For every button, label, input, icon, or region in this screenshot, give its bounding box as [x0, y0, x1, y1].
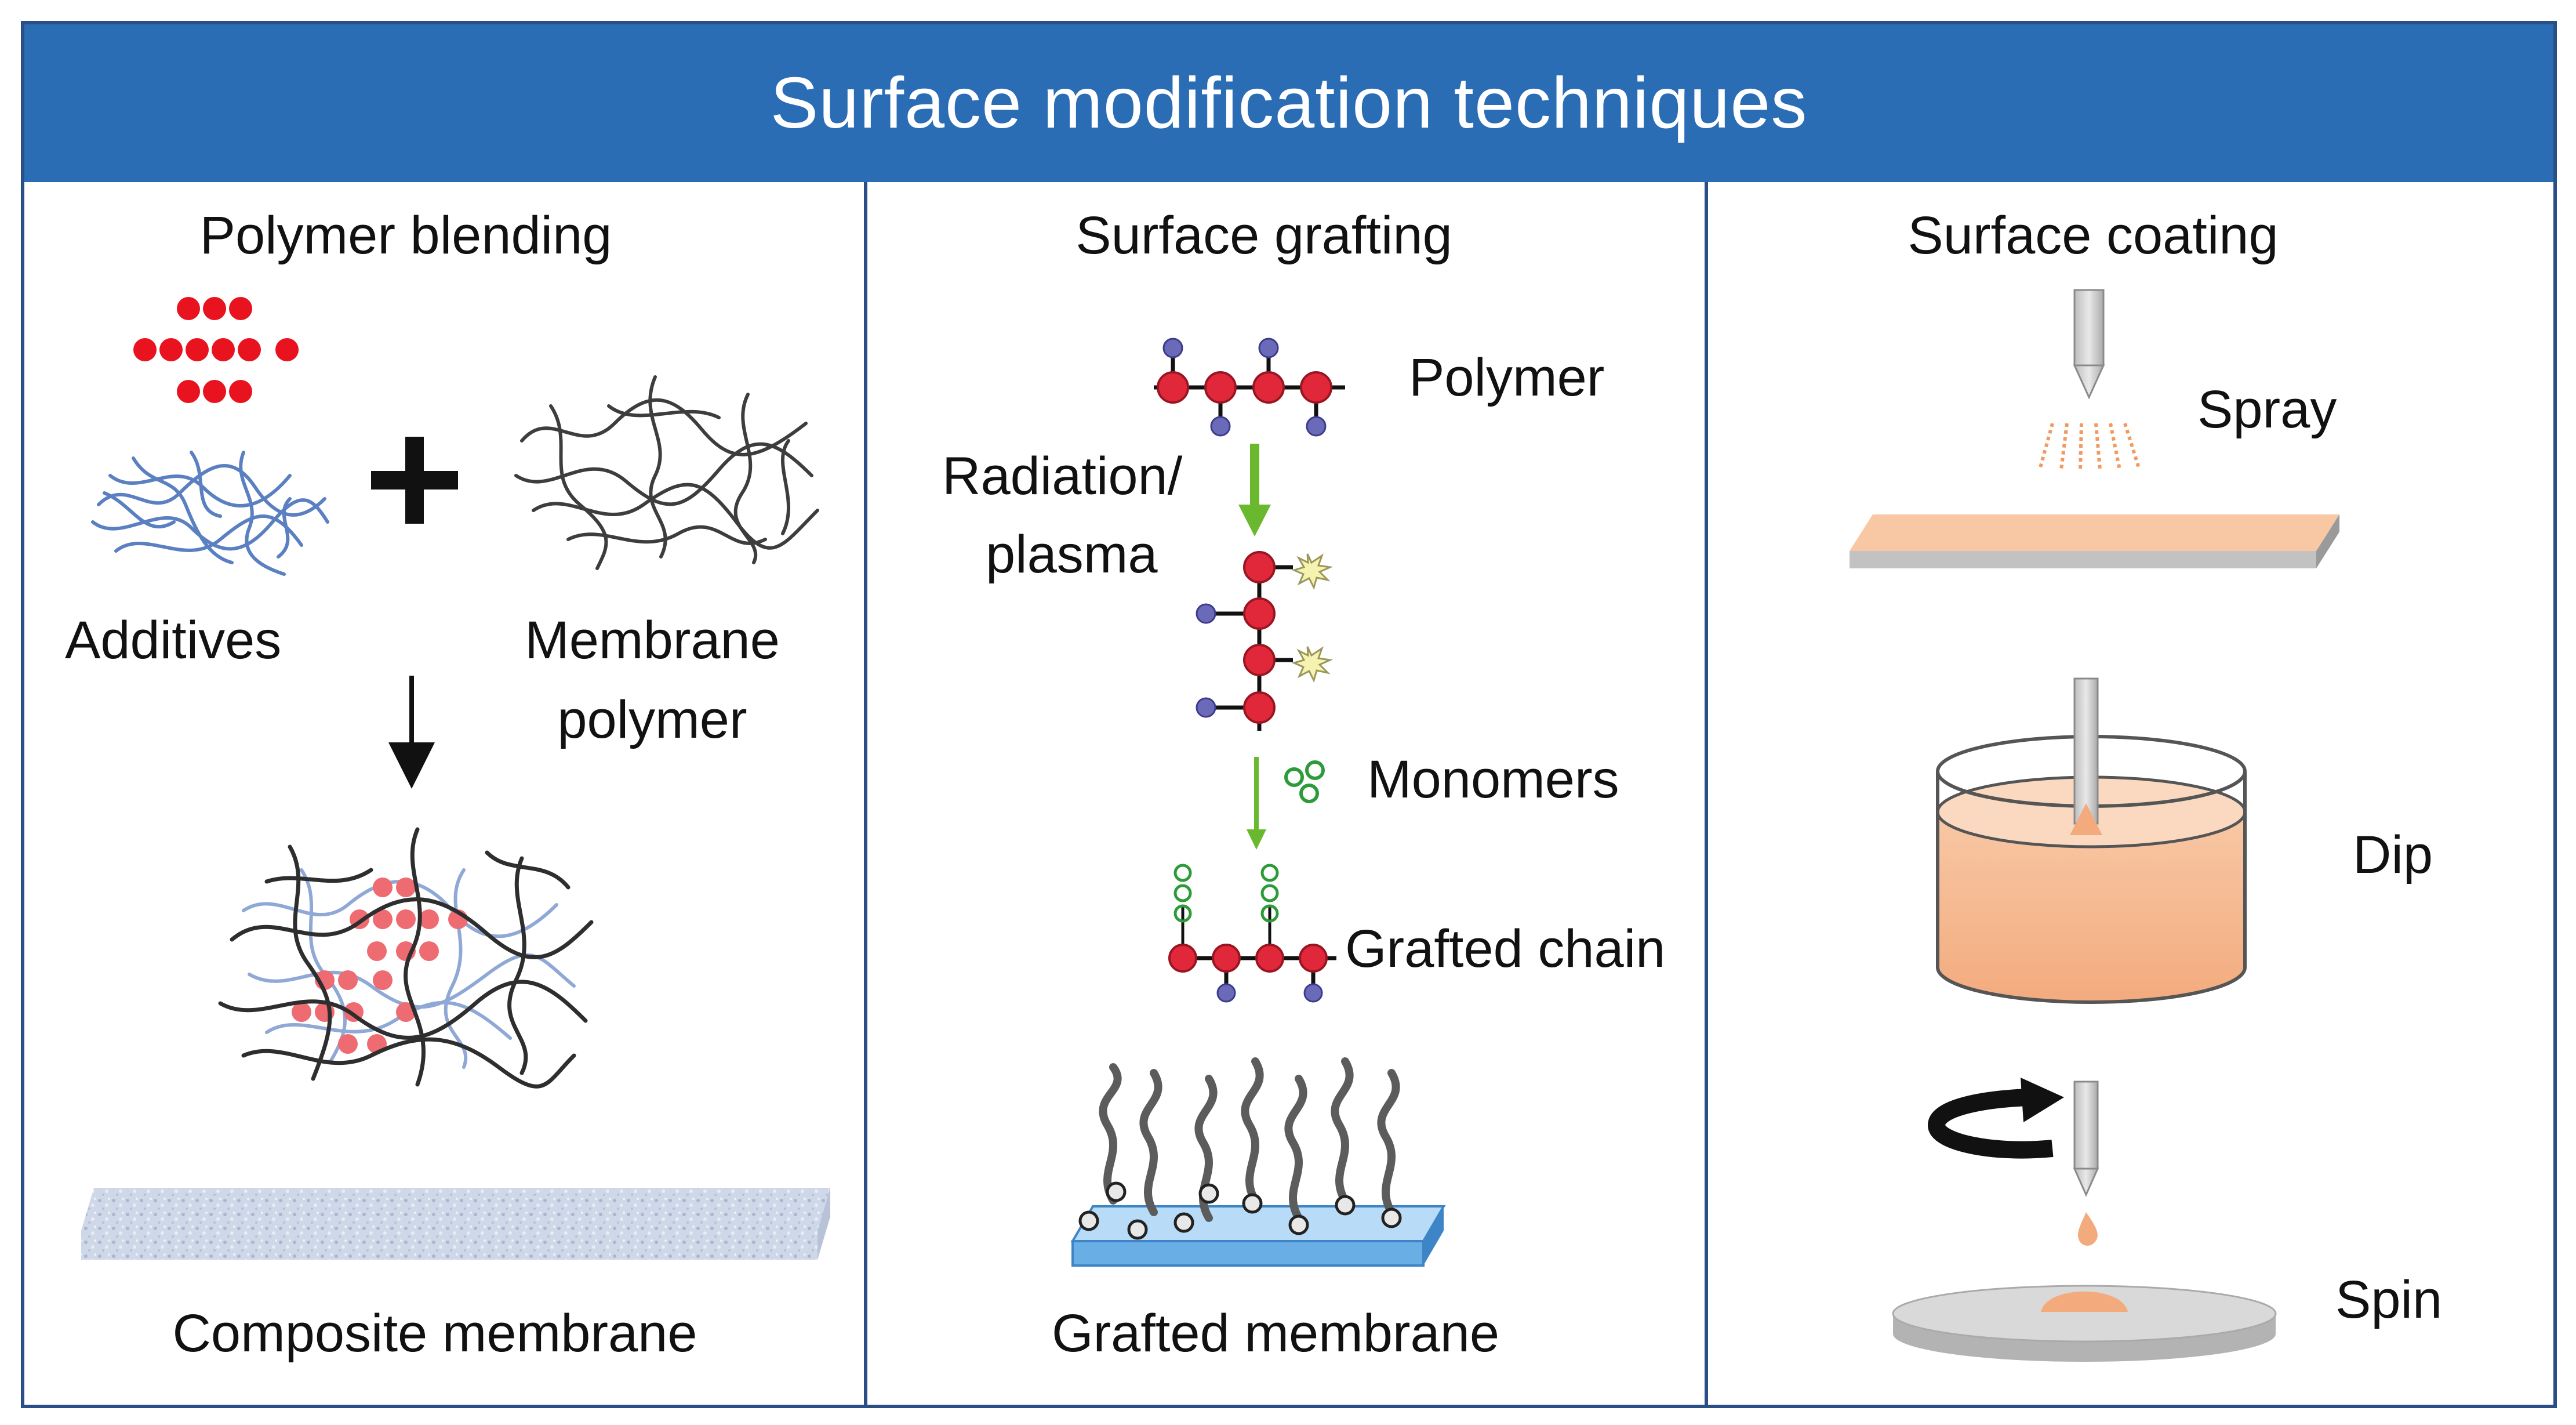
green-arrow-monomers [1247, 757, 1266, 850]
green-arrow-radiation [1238, 444, 1271, 536]
label-polymer: Polymer [1409, 348, 1605, 407]
heading-surface-coating: Surface coating [1908, 206, 2279, 265]
composite-membrane-slab [81, 1188, 830, 1260]
label-additives: Additives [65, 611, 282, 670]
title-banner: Surface modification techniques [24, 24, 2553, 182]
label-spin: Spin [2335, 1270, 2443, 1329]
spray-mist-icon [2038, 423, 2141, 470]
spray-substrate-slab [1850, 514, 2339, 568]
label-membrane-polymer-line2: polymer [557, 690, 747, 749]
additive-red-dots [133, 297, 299, 403]
panel-divider-left [864, 182, 867, 1408]
grafted-chain-icon [1168, 864, 1336, 1003]
diagram-title: Surface modification techniques [770, 63, 1808, 143]
panel-divider-right [1705, 182, 1708, 1408]
label-radiation: Radiation/ [942, 447, 1183, 506]
label-dip: Dip [2353, 825, 2433, 884]
heading-polymer-blending: Polymer blending [199, 206, 612, 265]
label-monomers: Monomers [1367, 750, 1619, 809]
composite-blend-icon [218, 827, 594, 1089]
spin-needle-icon [2073, 1080, 2099, 1246]
grafted-membrane-icon [1070, 1057, 1446, 1267]
plus-icon [371, 437, 458, 524]
spray-nozzle-icon [2073, 289, 2105, 400]
heading-surface-grafting: Surface grafting [1076, 206, 1452, 265]
spin-rotation-arrow-icon [1927, 1078, 2064, 1159]
label-composite-membrane: Composite membrane [172, 1304, 697, 1363]
label-spray: Spray [2197, 380, 2337, 439]
additive-blue-tangle-icon [91, 451, 329, 576]
label-membrane-polymer-line1: Membrane [525, 611, 780, 670]
spin-disk-icon [1892, 1285, 2277, 1362]
diagram-frame [21, 21, 2557, 1408]
activated-polymer-icon [1196, 551, 1334, 731]
membrane-polymer-tangle-icon [514, 375, 819, 570]
dip-beaker-icon [1936, 677, 2247, 1004]
label-grafted-membrane: Grafted membrane [1051, 1304, 1500, 1363]
monomers-icon [1284, 760, 1325, 803]
label-grafted-chain: Grafted chain [1345, 919, 1666, 978]
polymer-chain-icon [1154, 338, 1345, 437]
label-plasma: plasma [986, 525, 1158, 584]
